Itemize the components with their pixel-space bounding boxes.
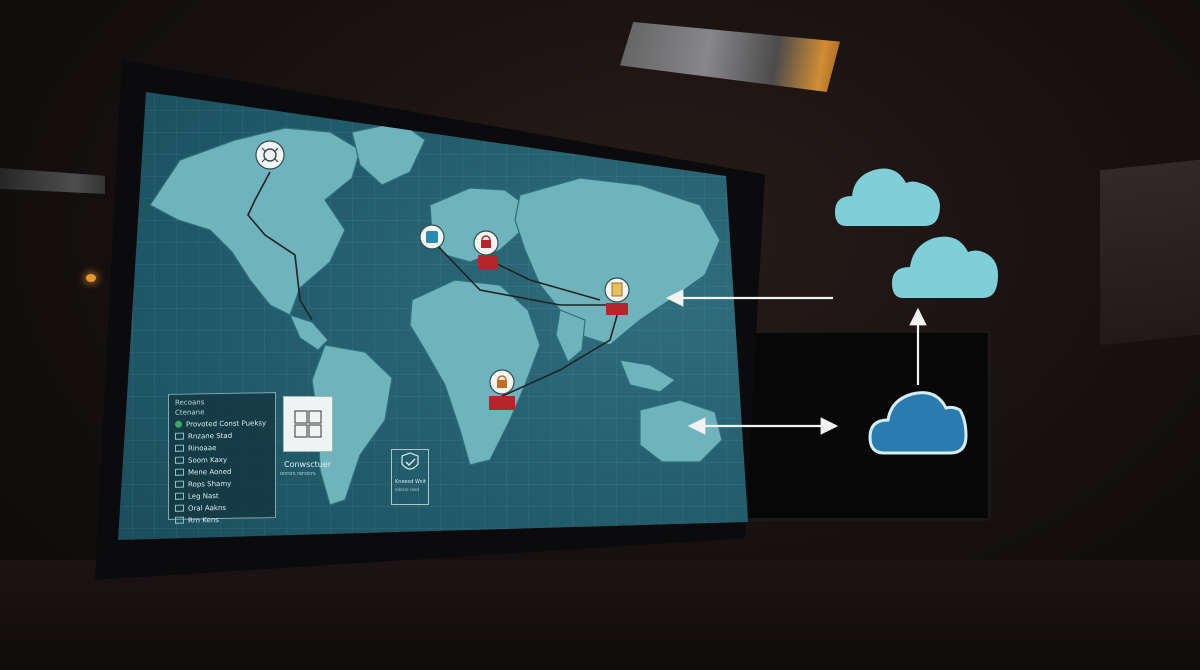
continent-australia	[639, 399, 723, 463]
windows-tile[interactable]	[283, 396, 333, 452]
continent-asia	[514, 177, 721, 346]
cloud-icon[interactable]	[835, 168, 940, 226]
route-path-americas	[247, 171, 313, 321]
amber-indicator-light	[86, 274, 96, 282]
map-pin-east-asia[interactable]	[604, 277, 630, 315]
security-badge[interactable]	[391, 449, 429, 505]
windows-tile-label: Conwsctuer	[284, 460, 332, 469]
continent-southeast-asia	[619, 359, 677, 393]
map-pin-europe-west[interactable]	[419, 224, 445, 250]
route-path-europe-asia	[431, 239, 612, 306]
continent-central-america	[288, 314, 329, 351]
shield-check-icon	[401, 452, 419, 470]
cloud-icon[interactable]	[868, 391, 968, 455]
map-pin-east-africa[interactable]	[489, 369, 515, 410]
continent-india	[555, 309, 586, 363]
badge-label: Kneesd Wsit	[395, 479, 426, 485]
continent-north-america	[149, 127, 361, 316]
map-pin-north-america[interactable]	[255, 140, 285, 170]
windows-logo-icon	[294, 410, 322, 438]
badge-sublabel: ednsro raed	[395, 487, 419, 492]
route-path-africa-asia	[497, 311, 619, 399]
cloud-icon[interactable]	[892, 236, 998, 298]
route-path-europe-asia-2	[484, 257, 601, 301]
desk-surface	[0, 560, 1200, 670]
windows-tile-sublabel: onrsrs rersicrs	[280, 471, 316, 477]
map-pin-europe-east[interactable]	[473, 230, 499, 269]
continent-africa	[409, 279, 541, 466]
